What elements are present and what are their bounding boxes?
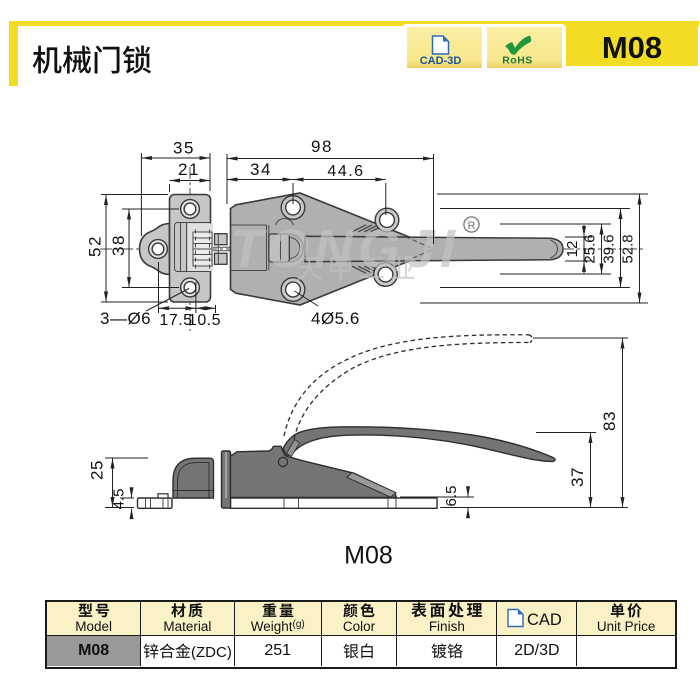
- svg-text:98: 98: [311, 137, 333, 156]
- svg-text:3—Ø6: 3—Ø6: [100, 309, 151, 328]
- svg-text:CAD: CAD: [527, 611, 562, 629]
- svg-text:17.5: 17.5: [159, 312, 192, 329]
- svg-text:37: 37: [568, 467, 587, 487]
- svg-text:21: 21: [178, 160, 200, 179]
- svg-text:12: 12: [564, 241, 581, 258]
- svg-text:4Ø5.6: 4Ø5.6: [311, 309, 360, 328]
- svg-text:35: 35: [173, 139, 195, 158]
- svg-text:44.6: 44.6: [327, 163, 364, 180]
- svg-text:TONGJI: TONGJI: [230, 219, 460, 279]
- svg-text:6.5: 6.5: [443, 486, 460, 507]
- svg-text:25: 25: [88, 460, 107, 480]
- svg-text:RoHS: RoHS: [502, 54, 533, 66]
- svg-text:10.5: 10.5: [188, 312, 221, 329]
- svg-text:38: 38: [109, 234, 128, 256]
- svg-text:(ZDC): (ZDC): [191, 644, 231, 661]
- svg-text:4.5: 4.5: [111, 489, 128, 510]
- svg-text:R: R: [468, 220, 476, 232]
- svg-text:39.6: 39.6: [601, 234, 618, 263]
- svg-text:52: 52: [86, 235, 105, 257]
- svg-text:25.6: 25.6: [582, 234, 599, 263]
- svg-text:CAD-3D: CAD-3D: [419, 55, 461, 67]
- svg-text:83: 83: [600, 411, 619, 431]
- svg-text:34: 34: [250, 160, 272, 179]
- svg-text:52.8: 52.8: [620, 234, 637, 263]
- svg-text:M08: M08: [344, 542, 393, 570]
